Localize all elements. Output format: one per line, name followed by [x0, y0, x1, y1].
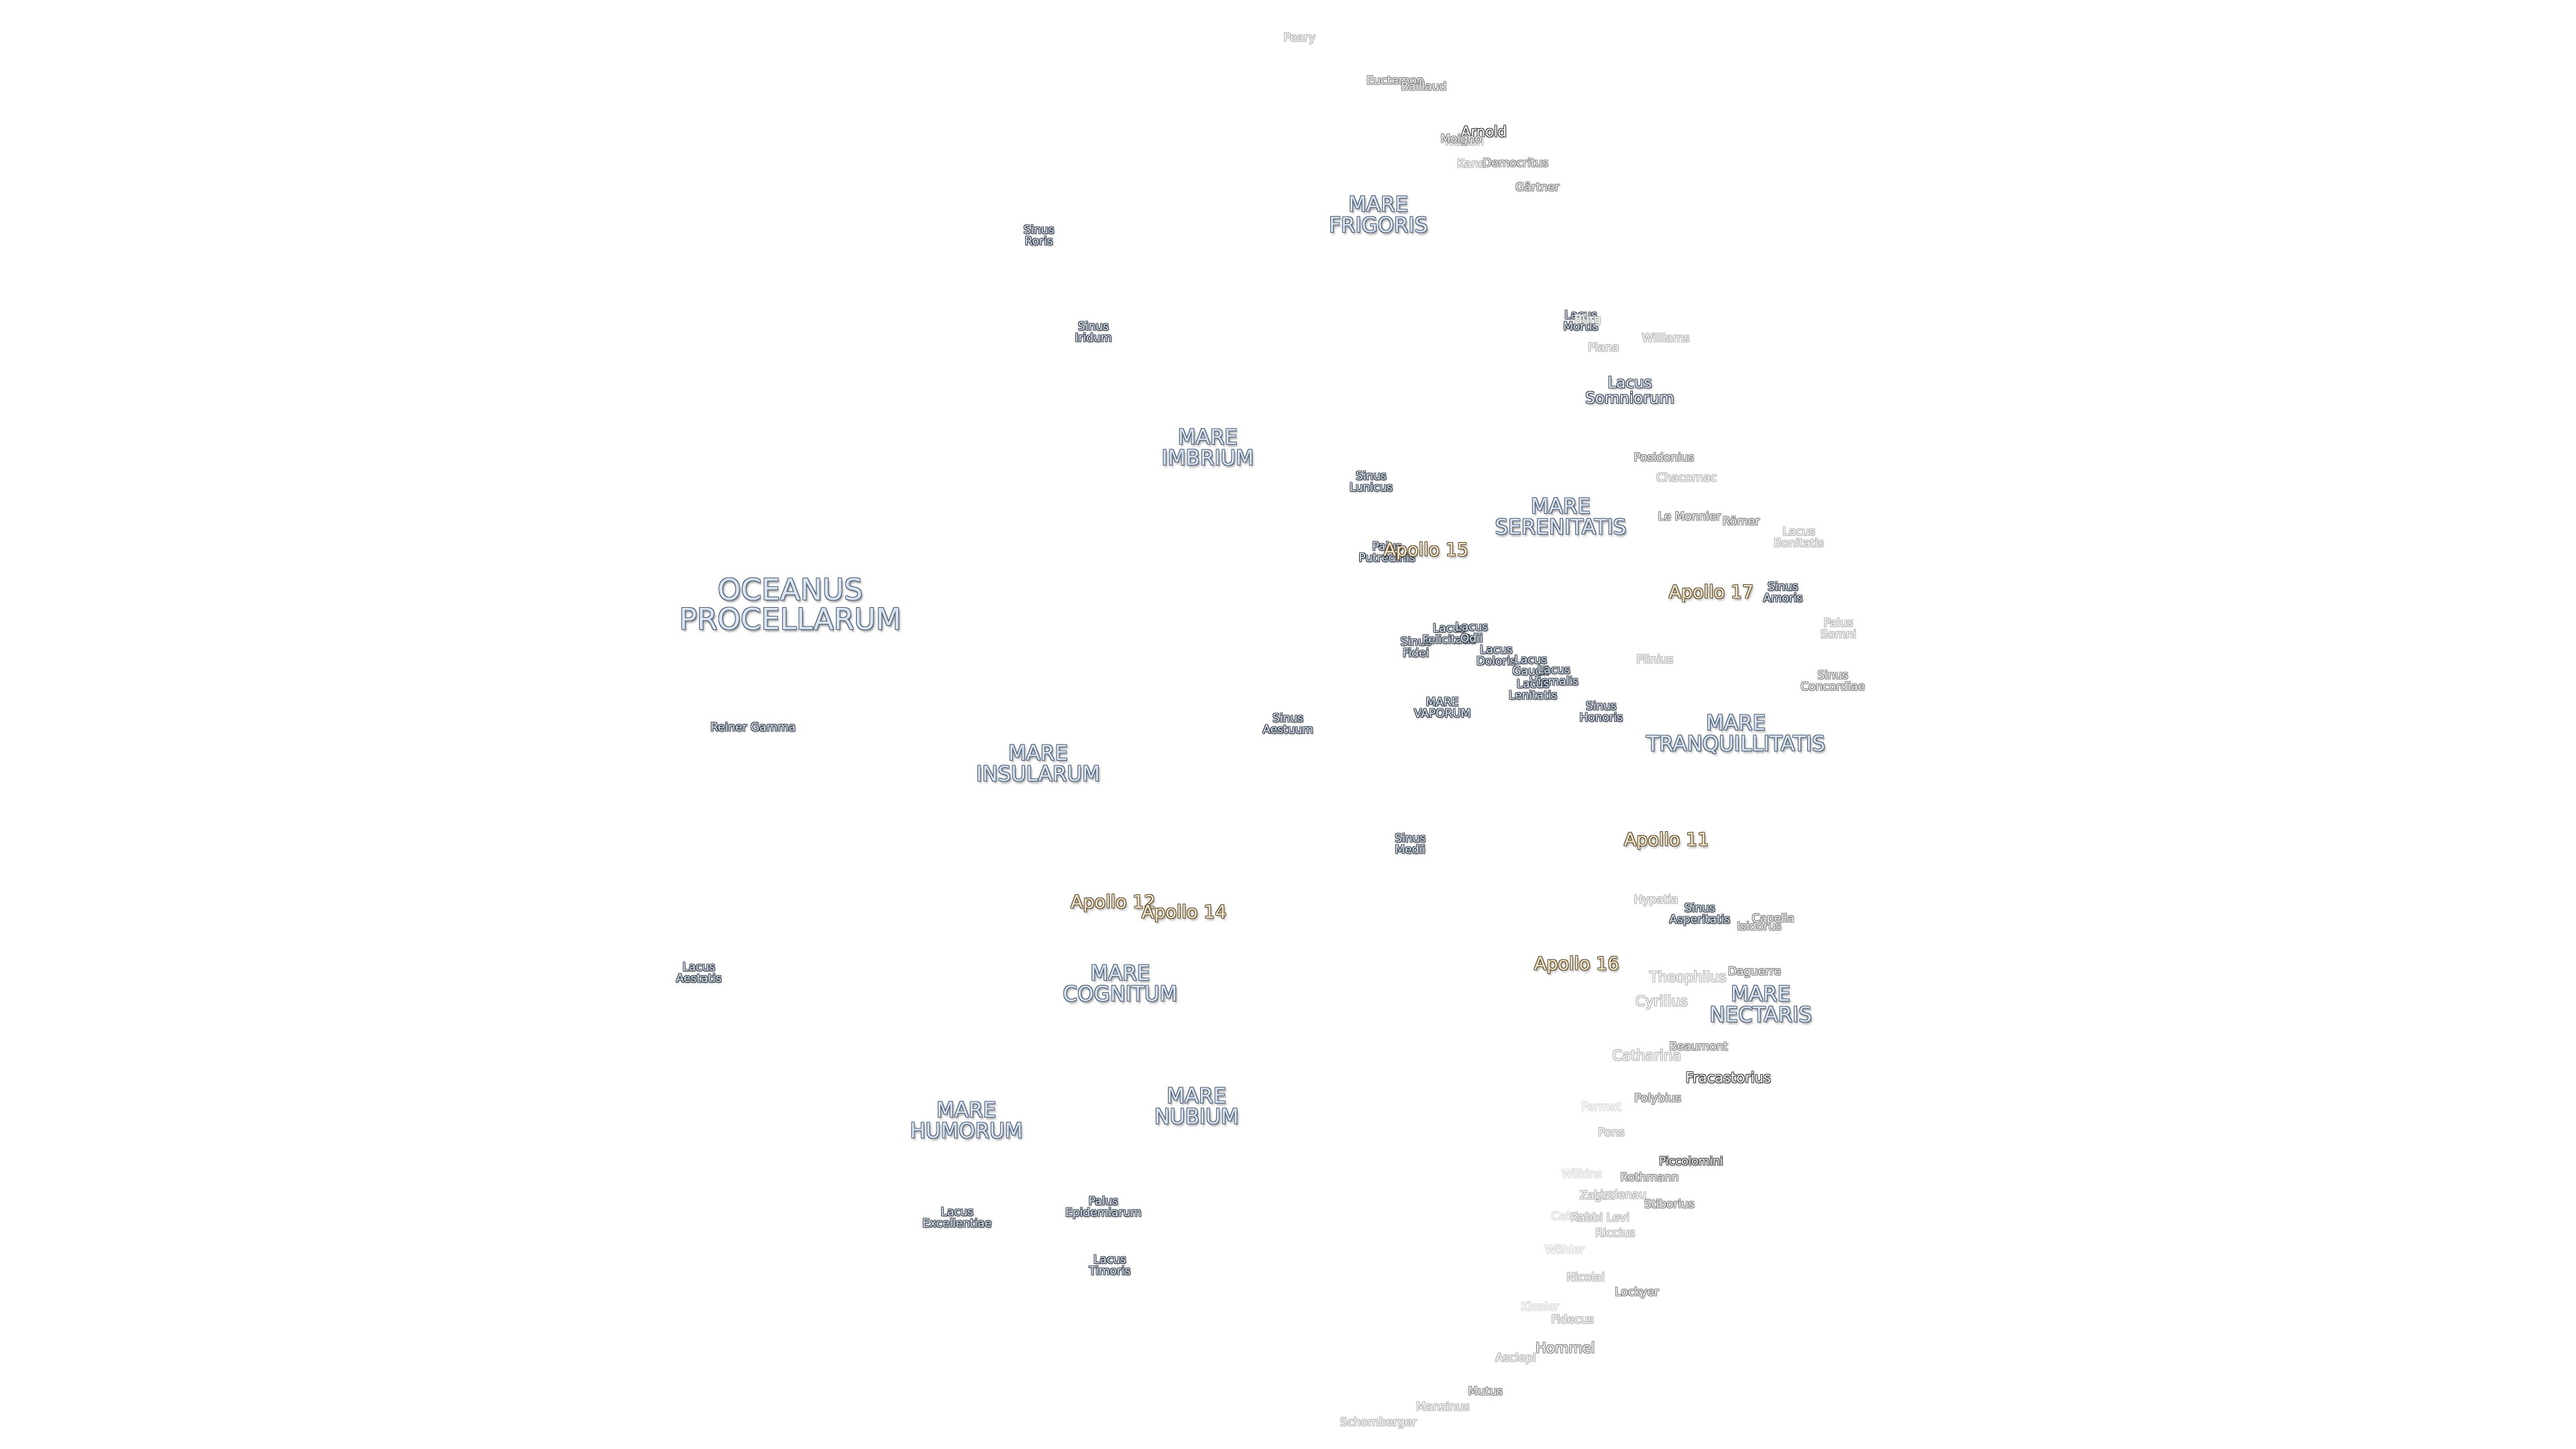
feature-label-lacus-mortis: Lacus Mortis [1563, 308, 1599, 333]
landing-site-apollo-15: Apollo 15 [1383, 539, 1468, 560]
landing-site-apollo-14: Apollo 14 [1141, 902, 1227, 923]
feature-label-fracastorius: Fracastorius [1685, 1069, 1771, 1086]
feature-label-euctemon: Euctemon [1366, 74, 1424, 88]
feature-label-sinus-fidei: Sinus Fidei [1400, 635, 1432, 661]
feature-label-sinus-lunicus: Sinus Lunicus [1349, 470, 1393, 495]
feature-label-lacus-excellentiae: Lacus Excellentiae [922, 1205, 992, 1230]
feature-label-fidecus: Fidecus [1551, 1313, 1594, 1327]
feature-label-riccius: Riccius [1595, 1226, 1635, 1240]
feature-label-capella: Capella [1752, 912, 1794, 926]
feature-label-chacornac: Chacornac [1656, 471, 1717, 485]
feature-label-theophilus: Theophilus [1649, 969, 1727, 985]
feature-label-lacus-hiemalis: Lacus Hiemalis [1529, 663, 1578, 689]
feature-label-sinus-asperitatis: Sinus Asperitatis [1669, 902, 1731, 926]
feature-label-mare-nubium: MARE NUBIUM [1154, 1083, 1239, 1129]
feature-label-g-rtner: Gärtner [1515, 180, 1560, 195]
feature-label-rabbi-levi: Rabbi Levi [1570, 1211, 1630, 1225]
feature-label-moigno: Moigno [1440, 132, 1483, 146]
feature-label-stiborius: Stiborius [1644, 1197, 1695, 1212]
feature-label-mare-vaporum: MARE VAPORUM [1413, 696, 1471, 721]
feature-label-posidonius: Posidonius [1633, 451, 1695, 465]
feature-label-sinus-concordiae: Sinus Concordiae [1801, 669, 1866, 694]
feature-label-lacus-felicitatis: Lacus Felicitatis [1422, 621, 1477, 647]
feature-label-catharina: Catharina [1612, 1047, 1682, 1064]
feature-label-w-hler: Wöhler [1545, 1243, 1585, 1257]
feature-label-b-rg: Bürg [1574, 313, 1601, 327]
feature-label-sinus-roris: Sinus Roris [1023, 223, 1055, 248]
feature-label-mare-nectaris: MARE NECTARIS [1709, 981, 1812, 1027]
feature-label-mutus: Mutus [1468, 1385, 1503, 1399]
feature-label-reiner-gamma: Reiner Gamma [710, 720, 796, 735]
feature-label-sinus-amoris: Sinus Amoris [1763, 580, 1803, 605]
feature-label-rothmann: Rothmann [1620, 1171, 1679, 1185]
feature-label-lacus-aestatis: Lacus Aestatis [676, 961, 722, 986]
feature-label-palus-putredinis: Palus Putredinis [1358, 539, 1415, 565]
feature-label-schomberger: Schomberger [1340, 1415, 1417, 1430]
feature-label-peary: Peary [1283, 31, 1316, 45]
feature-label-mare-frigoris: MARE FRIGORIS [1328, 193, 1428, 238]
feature-label-nicolai: Nicolai [1566, 1271, 1605, 1285]
feature-label-sinus-iridum: Sinus Iridum [1075, 319, 1112, 345]
feature-label-polybius: Polybius [1634, 1091, 1682, 1105]
feature-label-r-mer: Römer [1722, 515, 1760, 529]
feature-label-lindenau: Lindenau [1593, 1188, 1647, 1202]
landing-site-apollo-12: Apollo 12 [1070, 892, 1156, 913]
feature-label-lacus-lenitatis: Lacus Lenitatis [1508, 678, 1558, 703]
feature-label-wilkins: Wilkins [1561, 1167, 1602, 1181]
feature-label-palus-epidemiarum: Palus Epidemiarum [1065, 1195, 1142, 1220]
feature-label-lacus-doloris: Lacus Doloris [1476, 643, 1516, 669]
feature-label-mare-imbrium: MARE IMBRIUM [1161, 425, 1254, 470]
feature-label-democritus: Democritus [1483, 156, 1549, 170]
feature-label-sinus-honoris: Sinus Honoris [1579, 700, 1623, 725]
feature-label-fermat: Fermat [1581, 1100, 1621, 1114]
feature-label-hypatia: Hypatia [1633, 893, 1678, 907]
feature-label-isidorus: Isidorus [1737, 920, 1782, 934]
feature-label-williams: Williams [1642, 331, 1690, 345]
feature-label-kiesler: Kiesler [1521, 1300, 1560, 1314]
feature-label-sinus-aestuum: Sinus Aestuum [1263, 712, 1313, 737]
feature-label-mare-insularum: MARE INSULARUM [975, 741, 1100, 786]
feature-label-zagut: Zagut [1579, 1189, 1614, 1203]
feature-label-hommel: Hommel [1536, 1340, 1595, 1356]
feature-label-manzinus: Manzinus [1415, 1400, 1470, 1414]
feature-label-arnold: Arnold [1461, 123, 1507, 140]
feature-label-asclepi: Asclepi [1495, 1351, 1536, 1365]
feature-label-nelson: Nelson [1444, 135, 1484, 149]
feature-label-sinus-medii: Sinus Medii [1395, 832, 1426, 857]
feature-label-lacus-timoris: Lacus Timoris [1089, 1252, 1131, 1278]
feature-label-plana: Plana [1588, 341, 1619, 355]
feature-label-oceanus-procellarum: OCEANUS PROCELLARUM [679, 572, 902, 637]
feature-label-lacus-bonitatis: Lacus Bonitatis [1774, 525, 1825, 551]
feature-label-lacus-gaudii: Lacus Gaudii [1512, 653, 1549, 678]
landing-site-apollo-11: Apollo 11 [1623, 829, 1709, 851]
feature-label-mare-tranquillitatis: MARE TRANQUILLITATIS [1646, 710, 1825, 756]
feature-label-mare-cognitum: MARE COGNITUM [1063, 961, 1178, 1006]
feature-label-daguerre: Daguerre [1727, 965, 1782, 979]
feature-label-lockyer: Lockyer [1615, 1285, 1659, 1299]
feature-label-lacus-somniorum: Lacus Somniorum [1585, 374, 1674, 408]
feature-label-baillaud: Baillaud [1401, 80, 1447, 94]
feature-label-cyrillus: Cyrillus [1635, 993, 1688, 1010]
feature-label-beaumont: Beaumont [1669, 1040, 1728, 1054]
feature-label-lacus-odii: Lacus Odii [1455, 621, 1489, 645]
feature-label-le-monnier: Le Monnier [1658, 510, 1721, 523]
landing-site-apollo-17: Apollo 17 [1668, 582, 1754, 603]
feature-label-piccolomini: Piccolomini [1658, 1155, 1723, 1168]
feature-label-palus-somni: Palus Somni [1820, 616, 1857, 642]
feature-label-plinius: Plinius [1636, 653, 1674, 667]
feature-label-celsius: Celsius [1551, 1210, 1593, 1224]
feature-label-pons: Pons [1597, 1126, 1625, 1140]
landing-site-apollo-16: Apollo 16 [1534, 953, 1619, 975]
feature-label-mare-humorum: MARE HUMORUM [910, 1097, 1023, 1143]
feature-label-kane: Kane [1456, 157, 1486, 171]
feature-label-mare-serenitatis: MARE SERENITATIS [1495, 494, 1627, 540]
